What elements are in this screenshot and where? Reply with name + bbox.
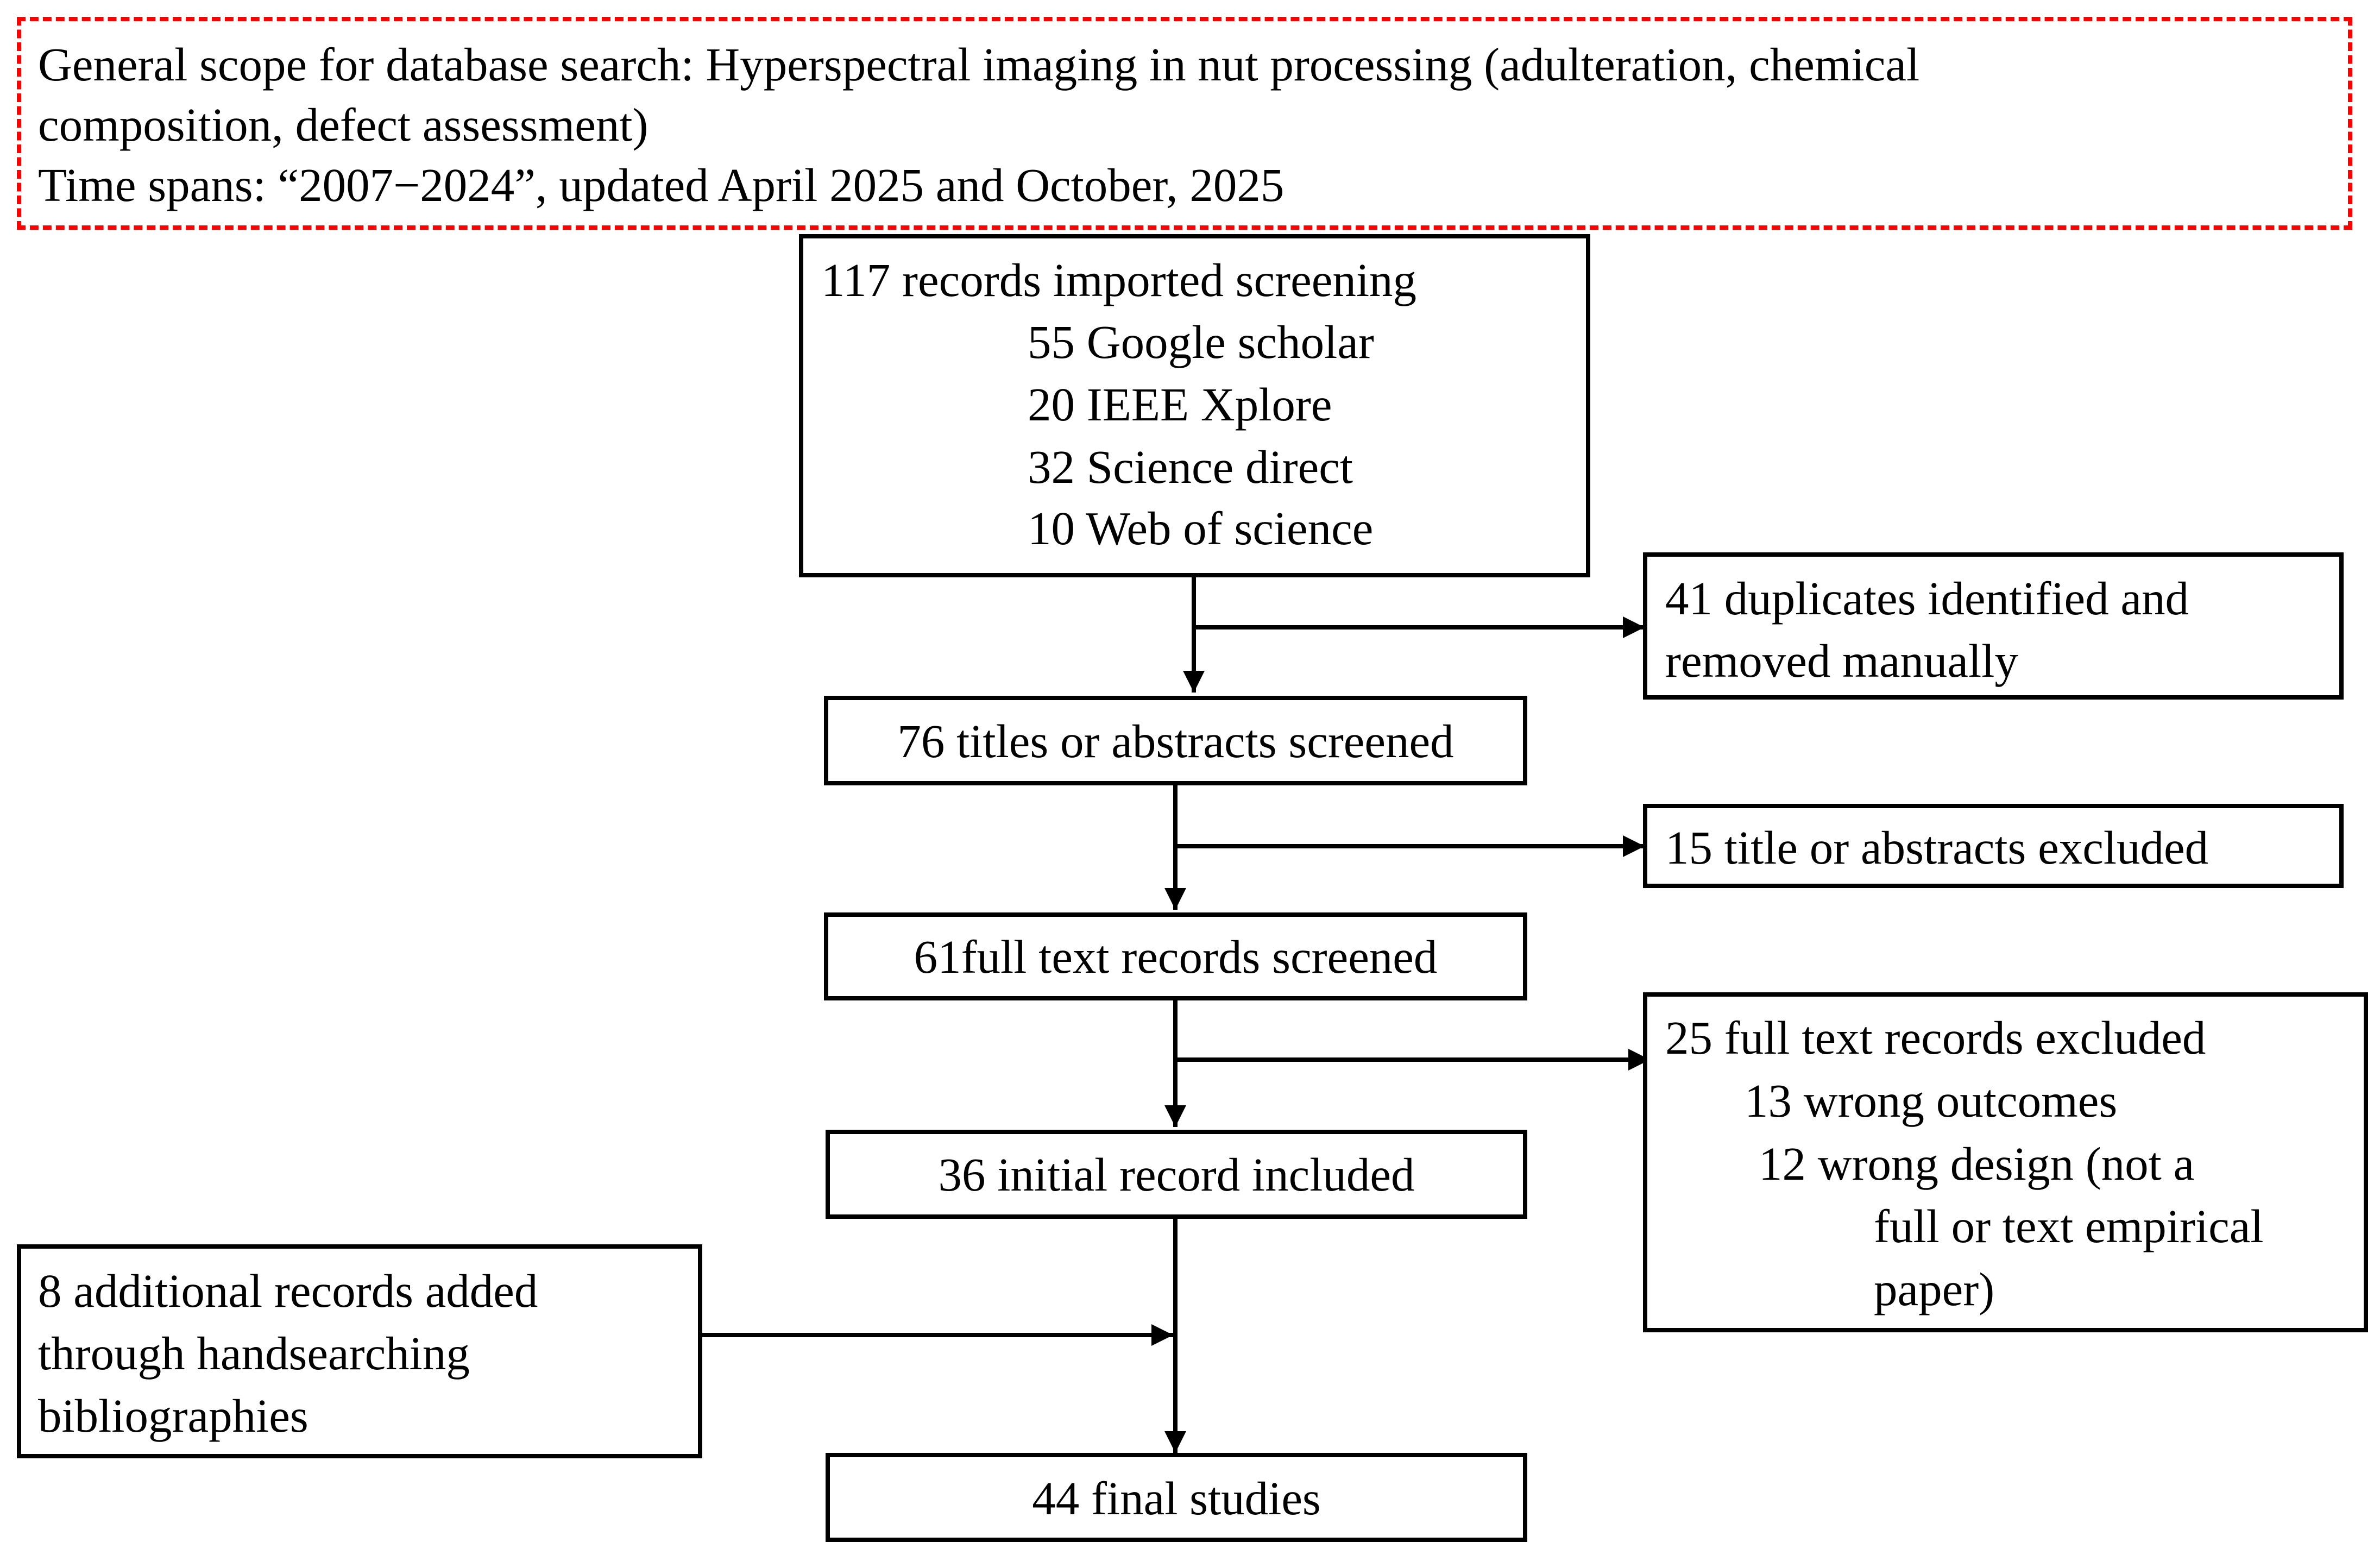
initial-included-box xyxy=(826,1130,1527,1219)
search-scope-box xyxy=(17,17,2352,230)
abstracts-excluded-box xyxy=(1643,804,2344,888)
scope-line-3: Time spans: “2007−2024”, updated April 2… xyxy=(38,159,1285,211)
scope-line-1: General scope for database search: Hyper… xyxy=(38,38,1920,91)
additional-records-box xyxy=(17,1244,702,1458)
fulltext-excluded-box xyxy=(1643,992,2368,1332)
abstracts-excluded-label: 15 title or abstracts excluded xyxy=(1665,821,2209,874)
additional-line-1: 8 additional records added xyxy=(38,1264,538,1317)
duplicates-line-2: removed manually xyxy=(1665,634,2018,687)
source-ieee-xplore: 20 IEEE Xplore xyxy=(1028,378,1332,431)
reason-wrong-design-line-3: paper) xyxy=(1874,1263,1995,1315)
scope-line-2: composition, defect assessment) xyxy=(38,98,648,151)
screened-label: 76 titles or abstracts screened xyxy=(897,715,1454,767)
reason-wrong-outcomes: 13 wrong outcomes xyxy=(1745,1074,2118,1127)
final-studies-box xyxy=(826,1453,1527,1542)
initial-included-label: 36 initial record included xyxy=(938,1148,1415,1201)
duplicates-line-1: 41 duplicates identified and xyxy=(1665,572,2189,625)
source-google-scholar: 55 Google scholar xyxy=(1028,316,1374,368)
additional-line-2: through handsearching xyxy=(38,1327,470,1380)
reason-wrong-design-line-1: 12 wrong design (not a xyxy=(1759,1137,2195,1190)
imported-records-box xyxy=(799,234,1590,577)
fulltext-label: 61full text records screened xyxy=(914,930,1438,983)
final-studies-label: 44 final studies xyxy=(1032,1472,1321,1525)
duplicates-box xyxy=(1643,552,2344,700)
fulltext-box xyxy=(824,912,1527,1000)
imported-title: 117 records imported screening xyxy=(821,254,1416,306)
fulltext-excluded-title: 25 full text records excluded xyxy=(1665,1011,2206,1064)
reason-wrong-design-line-2: full or text empirical xyxy=(1874,1200,2264,1252)
additional-line-3: bibliographies xyxy=(38,1389,308,1442)
source-web-of-science: 10 Web of science xyxy=(1028,502,1374,555)
screened-box xyxy=(824,696,1527,785)
source-science-direct: 32 Science direct xyxy=(1028,440,1353,493)
